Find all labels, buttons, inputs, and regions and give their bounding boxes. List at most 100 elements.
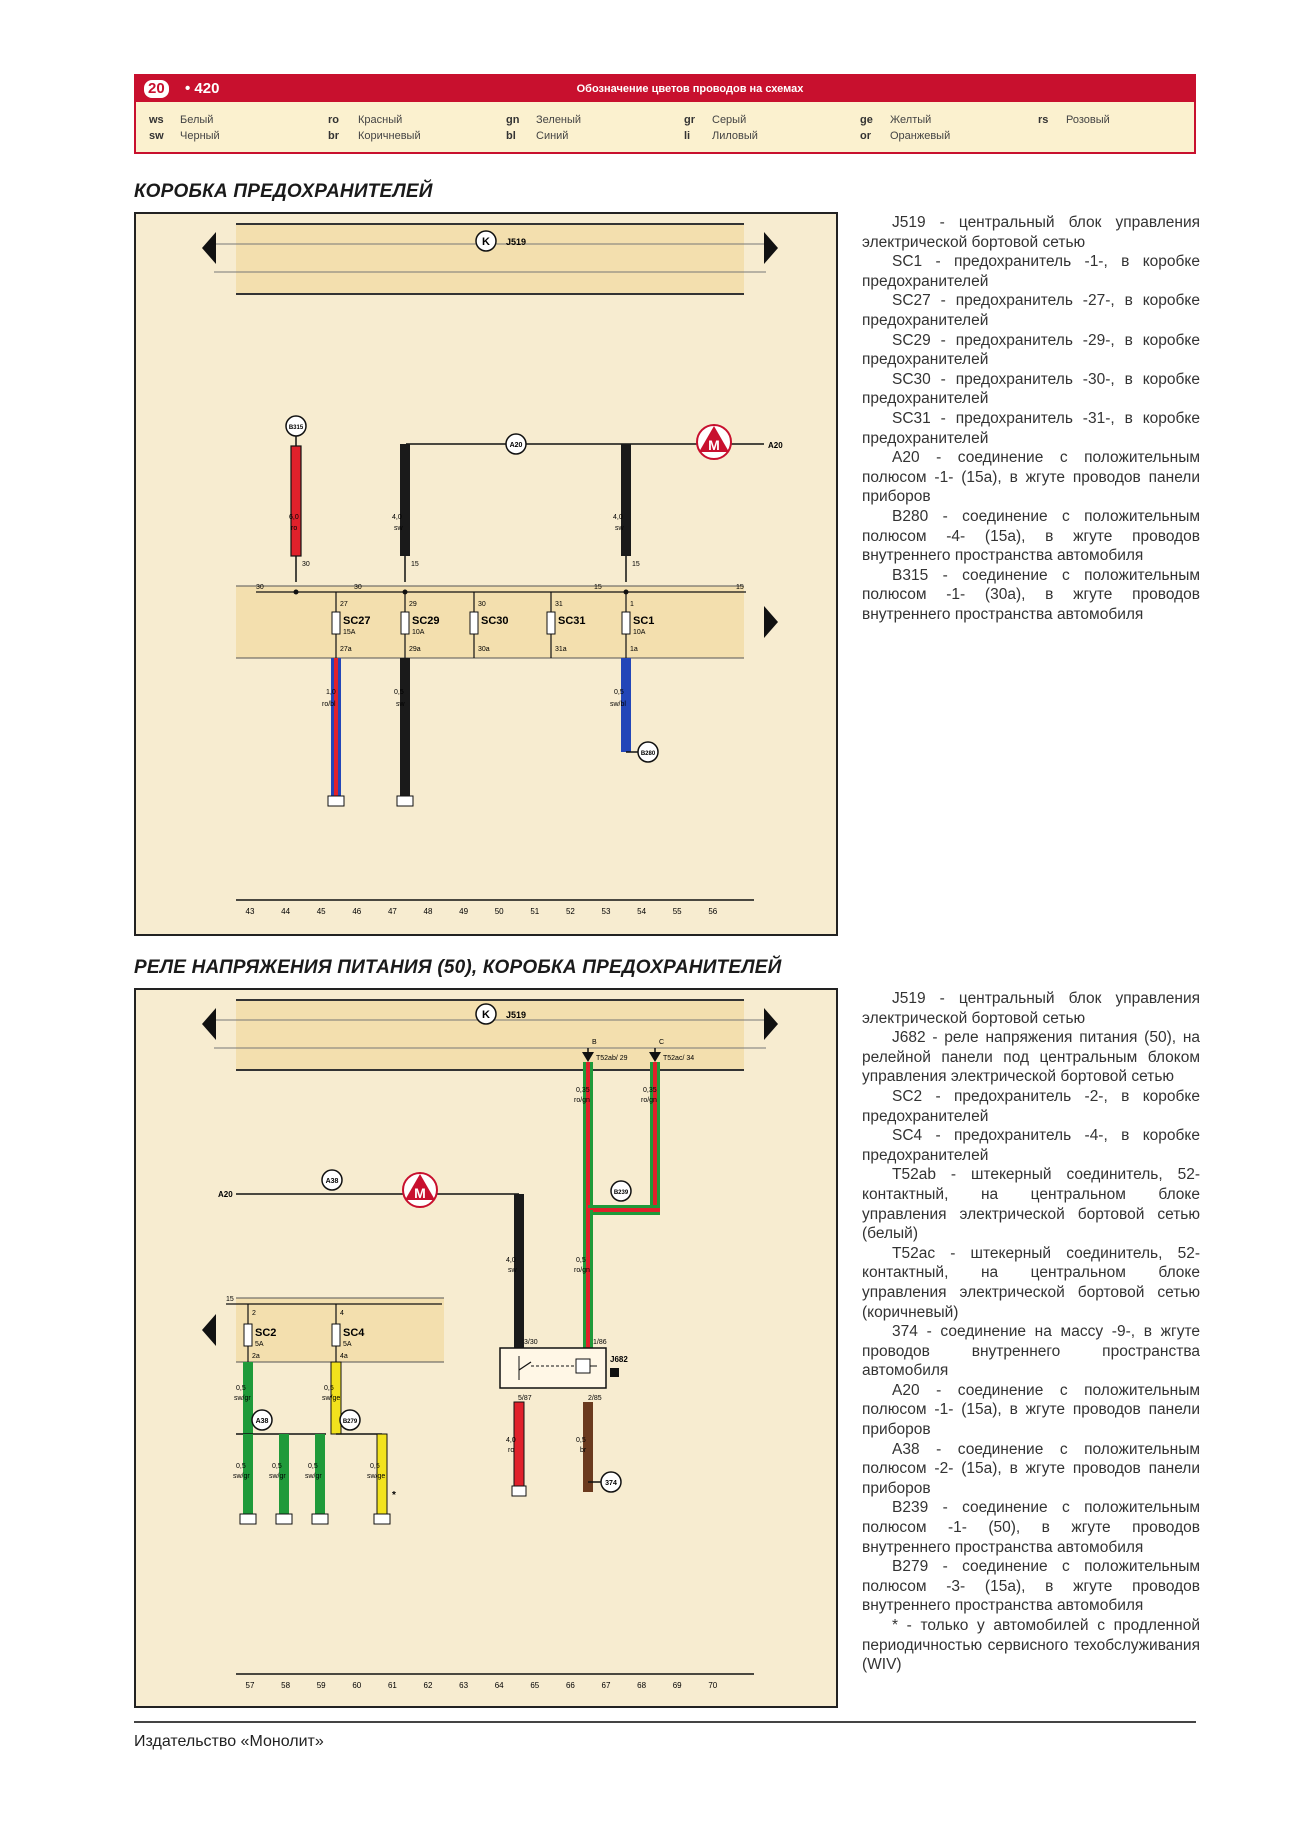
terminal-box bbox=[511, 1485, 527, 1497]
b315-label: B315 bbox=[289, 425, 304, 431]
legend-code: ws bbox=[149, 114, 164, 126]
fuse-amp-label: 5A bbox=[255, 1341, 264, 1348]
legend-paragraph: A20 - соединение с положительным полюсом… bbox=[862, 1381, 1200, 1439]
b279-label: B279 bbox=[343, 1419, 358, 1425]
pin-label: 30 bbox=[302, 561, 310, 568]
legend-name: Зеленый bbox=[536, 114, 582, 126]
legend-code: rs bbox=[1038, 114, 1049, 126]
a38-connector bbox=[321, 1169, 343, 1191]
legend-name: Желтый bbox=[890, 114, 932, 126]
wire-label: 0,5 bbox=[394, 689, 404, 696]
b279-connector bbox=[339, 1409, 361, 1431]
fuse-amp-label: 10A bbox=[412, 629, 425, 636]
wire-label: 4,0 bbox=[392, 514, 402, 521]
terminal-box bbox=[311, 1513, 329, 1525]
relay-label: J682 bbox=[610, 1355, 628, 1364]
ruler-number: 70 bbox=[708, 1681, 717, 1690]
a20-connector bbox=[505, 433, 527, 455]
wiring-diagram-relay: K J519 B C T52ab/ 29 T52ac/ 34 0,35 ro/g… bbox=[134, 988, 838, 1708]
fuse-box-band bbox=[236, 586, 744, 658]
wire-label: 0,5 bbox=[324, 1385, 334, 1392]
wire-color-label: sw/gr bbox=[269, 1473, 286, 1480]
a20-label: A20 bbox=[218, 1190, 233, 1199]
b239-label: B239 bbox=[614, 1190, 629, 1196]
fuse-label: SC31 bbox=[558, 615, 586, 627]
ruler-number: 62 bbox=[424, 1681, 433, 1690]
pin-label: B bbox=[592, 1039, 597, 1046]
legend-paragraph: A20 - соединение с положительным полюсом… bbox=[862, 449, 1200, 506]
ruler-number: 56 bbox=[708, 907, 717, 916]
wire-color-label: sw/ge bbox=[367, 1473, 385, 1480]
wire-color-label: sw bbox=[396, 701, 406, 708]
fuse-amp-label: 15A bbox=[343, 629, 356, 636]
ruler-number: 51 bbox=[530, 907, 539, 916]
legend-paragraph: B280 - соединение с положительным полюсо… bbox=[862, 507, 1200, 565]
k-marker bbox=[475, 230, 497, 252]
legend-code: or bbox=[860, 130, 871, 142]
ruler-number: 64 bbox=[495, 1681, 504, 1690]
ruler-number: 45 bbox=[317, 907, 326, 916]
legend-paragraph: J519 - центральный блок управления элект… bbox=[862, 990, 1200, 1027]
ruler-number: 63 bbox=[459, 1681, 468, 1690]
header-bar bbox=[134, 74, 1196, 102]
fuse-label: SC1 bbox=[633, 615, 654, 627]
legend-name: Коричневый bbox=[358, 130, 421, 142]
section-title: РЕЛЕ НАПРЯЖЕНИЯ ПИТАНИЯ (50), КОРОБКА ПР… bbox=[134, 957, 782, 978]
fuse-sc29: 29 SC29 10A 29a bbox=[400, 592, 440, 658]
fuse-amp-label: 5A bbox=[343, 1341, 352, 1348]
fuse-pin-label: 2 bbox=[252, 1310, 256, 1317]
wire-color-label: br bbox=[580, 1447, 587, 1454]
relay-pin-label: 2/85 bbox=[588, 1395, 602, 1402]
fuse-sc31: 31 SC31 31a bbox=[546, 592, 586, 658]
fuse-label: SC4 bbox=[343, 1327, 365, 1339]
fuse-sc27: 27 SC27 15A 27a bbox=[331, 592, 371, 658]
fuse-pin-label: 30a bbox=[478, 646, 490, 653]
k-label: K bbox=[482, 236, 490, 248]
fuse-pin-label: 1 bbox=[630, 601, 634, 608]
legend-paragraph: J682 - реле напряжения питания (50), на … bbox=[862, 1029, 1200, 1086]
ruler-number: 48 bbox=[424, 907, 433, 916]
relay-marker-icon bbox=[610, 1368, 619, 1377]
connector-t52ab-icon bbox=[582, 1052, 594, 1062]
legend-paragraph: B239 - соединение с положительным полюсо… bbox=[862, 1499, 1200, 1556]
wire-color-label: sw bbox=[508, 1267, 518, 1274]
legend-name: Синий bbox=[536, 130, 569, 142]
legend-code: li bbox=[684, 130, 691, 142]
fuse-pin-label: 30 bbox=[478, 601, 486, 608]
wire-label: 0,35 bbox=[643, 1087, 657, 1094]
a38-label: A38 bbox=[256, 1418, 269, 1425]
bus-label: 30 bbox=[354, 584, 362, 591]
footer-rule bbox=[134, 1721, 1196, 1723]
b280-label: B280 bbox=[641, 751, 656, 757]
ruler-number: 58 bbox=[281, 1681, 290, 1690]
arrow-left-icon bbox=[202, 232, 216, 264]
fuse-pin-label: 31a bbox=[555, 646, 567, 653]
pin-label: 15 bbox=[632, 561, 640, 568]
wire-color-label: sw/gr bbox=[233, 1473, 250, 1480]
red-wire bbox=[513, 1401, 525, 1487]
legend-paragraph: SC29 - предохранитель -29-, в коробке пр… bbox=[862, 331, 1200, 369]
wire-ro-bl: 1,0 ro/bl bbox=[322, 658, 345, 807]
legend-code: gn bbox=[506, 114, 520, 126]
ruler-number: 69 bbox=[673, 1681, 682, 1690]
legend-name: Розовый bbox=[1066, 114, 1110, 126]
wire-label: 0,5 bbox=[576, 1437, 586, 1444]
connector-t52ac-icon bbox=[649, 1052, 661, 1062]
wire-color-label: ro/gn bbox=[574, 1267, 590, 1274]
bus-label: 15 bbox=[594, 584, 602, 591]
legend-name: Белый bbox=[180, 114, 214, 126]
section-title: КОРОБКА ПРЕДОХРАНИТЕЛЕЙ bbox=[134, 181, 433, 202]
legend-code: gr bbox=[684, 114, 695, 126]
ruler-number: 43 bbox=[246, 907, 255, 916]
legend-paragraph: A38 - соединение с положительным полюсом… bbox=[862, 1440, 1200, 1497]
wire-label: 0,5 bbox=[236, 1463, 246, 1470]
wire-color-label: sw/bl bbox=[610, 701, 626, 708]
bus-label: 15 bbox=[736, 584, 744, 591]
ruler-number: 60 bbox=[352, 1681, 361, 1690]
wire-label: 6,0 bbox=[289, 514, 299, 521]
green-wire bbox=[243, 1362, 253, 1434]
wire-sw: 0,5 sw bbox=[394, 658, 414, 807]
wire-color-label: sw/ge bbox=[322, 1395, 340, 1402]
wire-color-label: ro/gn bbox=[641, 1097, 657, 1104]
